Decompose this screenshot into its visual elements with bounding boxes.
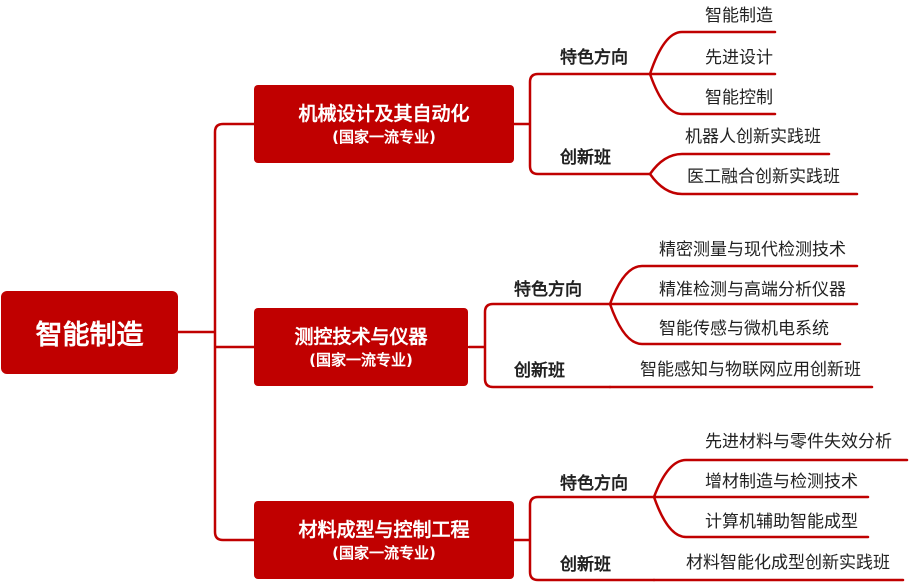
leaf-item: 计算机辅助智能成型 (705, 512, 858, 532)
major-node-mechanical: 机械设计及其自动化 (国家一流专业) (254, 85, 514, 163)
leaf-item: 智能制造 (705, 6, 773, 26)
leaf-item: 智能感知与物联网应用创新班 (640, 360, 861, 380)
leaf-item: 材料智能化成型创新实践班 (686, 553, 890, 573)
major-node-measurement: 测控技术与仪器 (国家一流专业) (254, 308, 468, 386)
group-label-featured: 特色方向 (560, 48, 628, 68)
major-node-materials: 材料成型与控制工程 (国家一流专业) (254, 501, 514, 579)
leaf-item: 智能传感与微机电系统 (659, 319, 829, 339)
leaf-item: 医工融合创新实践班 (687, 167, 840, 187)
major-title: 测控技术与仪器 (294, 326, 428, 348)
leaf-item: 先进设计 (705, 48, 773, 68)
major3-group1-items-line (652, 458, 909, 539)
major2-to-groups-line (467, 302, 612, 389)
major-title: 材料成型与控制工程 (298, 519, 470, 541)
major1-group2-items-line (648, 152, 859, 196)
major-title: 机械设计及其自动化 (298, 103, 470, 125)
major1-group1-items-line (648, 30, 777, 116)
major1-to-groups-line (512, 72, 652, 176)
group-label-featured: 特色方向 (560, 474, 628, 494)
leaf-item: 增材制造与检测技术 (705, 472, 858, 492)
leaf-item: 先进材料与零件失效分析 (705, 432, 892, 452)
root-to-majors-line (176, 122, 256, 542)
leaf-item: 智能控制 (705, 88, 773, 108)
group-label-innovation: 创新班 (514, 361, 565, 381)
major-subtitle: (国家一流专业) (332, 544, 436, 562)
major3-to-groups-line (512, 495, 656, 582)
leaf-item: 精准检测与高端分析仪器 (659, 280, 846, 300)
group-label-featured: 特色方向 (514, 280, 582, 300)
leaf-item: 机器人创新实践班 (685, 127, 821, 147)
root-label: 智能制造 (35, 320, 144, 351)
leaf-item: 精密测量与现代检测技术 (659, 240, 846, 260)
major-subtitle: (国家一流专业) (332, 128, 436, 146)
major2-group1-items-line (608, 264, 859, 346)
group-label-innovation: 创新班 (560, 555, 611, 575)
major-subtitle: (国家一流专业) (309, 351, 413, 369)
group-label-innovation: 创新班 (560, 148, 611, 168)
root-node: 智能制造 (1, 291, 178, 374)
